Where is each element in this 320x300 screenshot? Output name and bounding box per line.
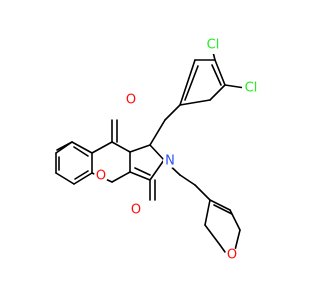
bond-18 xyxy=(129,171,151,181)
bond-layer xyxy=(55,51,246,253)
o-furan-label-bg xyxy=(225,248,239,262)
molecule-structure: Cl Cl O O O O N xyxy=(55,36,260,263)
cl2-label-bg xyxy=(242,79,260,97)
bond-41 xyxy=(209,199,231,211)
bond-37 xyxy=(194,184,211,201)
bond-26 xyxy=(179,99,211,106)
bond-44 xyxy=(213,204,233,215)
pyran-oxygen-label: O xyxy=(96,169,106,184)
bond-25 xyxy=(164,104,181,121)
bond-30 xyxy=(179,59,196,106)
bond-43 xyxy=(234,229,241,251)
bond-39 xyxy=(204,224,221,246)
bond-21 xyxy=(149,159,165,181)
chlorine-atom-label-1: Cl xyxy=(207,38,220,53)
bond-4 xyxy=(55,172,75,185)
bond-36 xyxy=(179,174,196,186)
cl1-label-bg xyxy=(204,36,222,54)
bond-28 xyxy=(214,59,226,86)
bond-40 xyxy=(219,244,226,253)
bond-32 xyxy=(211,64,222,86)
o-ketone-label-bg xyxy=(124,93,138,107)
bond-17 xyxy=(129,144,151,153)
bond-20 xyxy=(149,144,165,161)
bond-9 xyxy=(73,146,89,157)
bond-6 xyxy=(55,141,73,154)
bond-31 xyxy=(184,65,199,101)
bond-13 xyxy=(111,171,131,183)
ketone-oxygen-label: O xyxy=(126,93,136,108)
bond-10 xyxy=(91,141,113,154)
o-pyran-label-bg xyxy=(94,169,108,183)
bond-8 xyxy=(74,170,89,180)
o-lactam-label-bg xyxy=(129,203,143,217)
bond-34 xyxy=(224,84,246,89)
bond-11 xyxy=(111,141,131,153)
ring-nitrogen-label: N xyxy=(165,154,175,169)
atom-label-layer: Cl Cl O O O O N xyxy=(94,36,260,263)
bond-24 xyxy=(149,119,166,146)
lactam-oxygen-label: O xyxy=(131,203,141,218)
chlorine-atom-label-2: Cl xyxy=(245,81,258,96)
bond-3 xyxy=(73,172,93,185)
furan-oxygen-label: O xyxy=(227,248,237,263)
bond-1 xyxy=(71,141,93,154)
n-ring-label-bg xyxy=(163,154,177,168)
bond-38 xyxy=(204,199,211,226)
bond-27 xyxy=(209,84,226,101)
bond-19 xyxy=(134,167,151,176)
